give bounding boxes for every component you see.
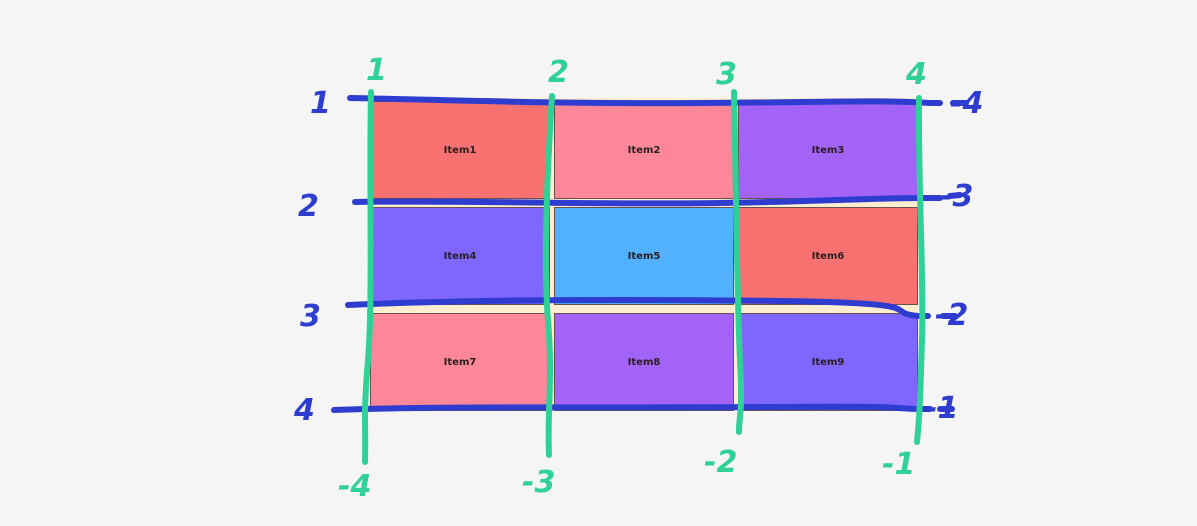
column-label-top-4: 4	[905, 57, 927, 92]
row-line-2-dashes	[927, 192, 963, 201]
column-line-4	[914, 95, 926, 445]
row-label-left-1: 1	[310, 86, 331, 121]
grid-container: Item1 Item2 Item3 Item4 Item5 Item6 Item…	[370, 98, 918, 411]
grid-item-label: Item5	[627, 250, 661, 262]
grid-item-label: Item9	[811, 356, 845, 368]
row-label-right-3: -2	[935, 298, 968, 333]
row-line-2	[352, 195, 933, 207]
grid-item-1: Item1	[370, 101, 550, 199]
grid-item-label: Item8	[627, 356, 661, 368]
row-line-3	[345, 297, 921, 319]
column-line-3	[731, 89, 745, 435]
grid-item-4: Item4	[370, 207, 550, 305]
row-label-left-4: 4	[293, 393, 315, 428]
row-label-right-2: -3	[940, 179, 973, 214]
grid-item-label: Item2	[627, 144, 661, 156]
grid-item-label: Item7	[443, 356, 477, 368]
row-line-1	[347, 95, 933, 107]
row-line-4	[331, 403, 921, 413]
grid-item-label: Item4	[443, 250, 477, 262]
column-label-top-3: 3	[716, 57, 737, 92]
column-line-2	[542, 93, 555, 458]
column-label-bottom-1: -4	[338, 469, 371, 504]
column-label-top-1: 1	[366, 53, 387, 88]
grid-item-3: Item3	[738, 101, 918, 199]
column-label-bottom-3: -2	[704, 445, 737, 480]
grid-item-7: Item7	[370, 313, 550, 411]
row-label-right-1: -4	[950, 86, 983, 121]
grid-item-label: Item1	[443, 144, 477, 156]
grid-item-8: Item8	[554, 313, 734, 411]
column-label-top-2: 2	[548, 55, 569, 90]
row-lines	[331, 95, 969, 413]
column-label-bottom-4: -1	[882, 447, 915, 482]
column-label-bottom-2: -3	[522, 465, 555, 500]
row-label-left-3: 3	[300, 299, 321, 334]
row-label-left-2: 2	[298, 189, 319, 224]
grid-item-5: Item5	[554, 207, 734, 305]
grid-item-label: Item6	[811, 250, 845, 262]
column-lines	[362, 89, 926, 465]
row-label-right-4: -1	[925, 391, 958, 426]
column-line-1	[362, 89, 374, 465]
grid-item-9: Item9	[738, 313, 918, 411]
grid-item-label: Item3	[811, 144, 845, 156]
